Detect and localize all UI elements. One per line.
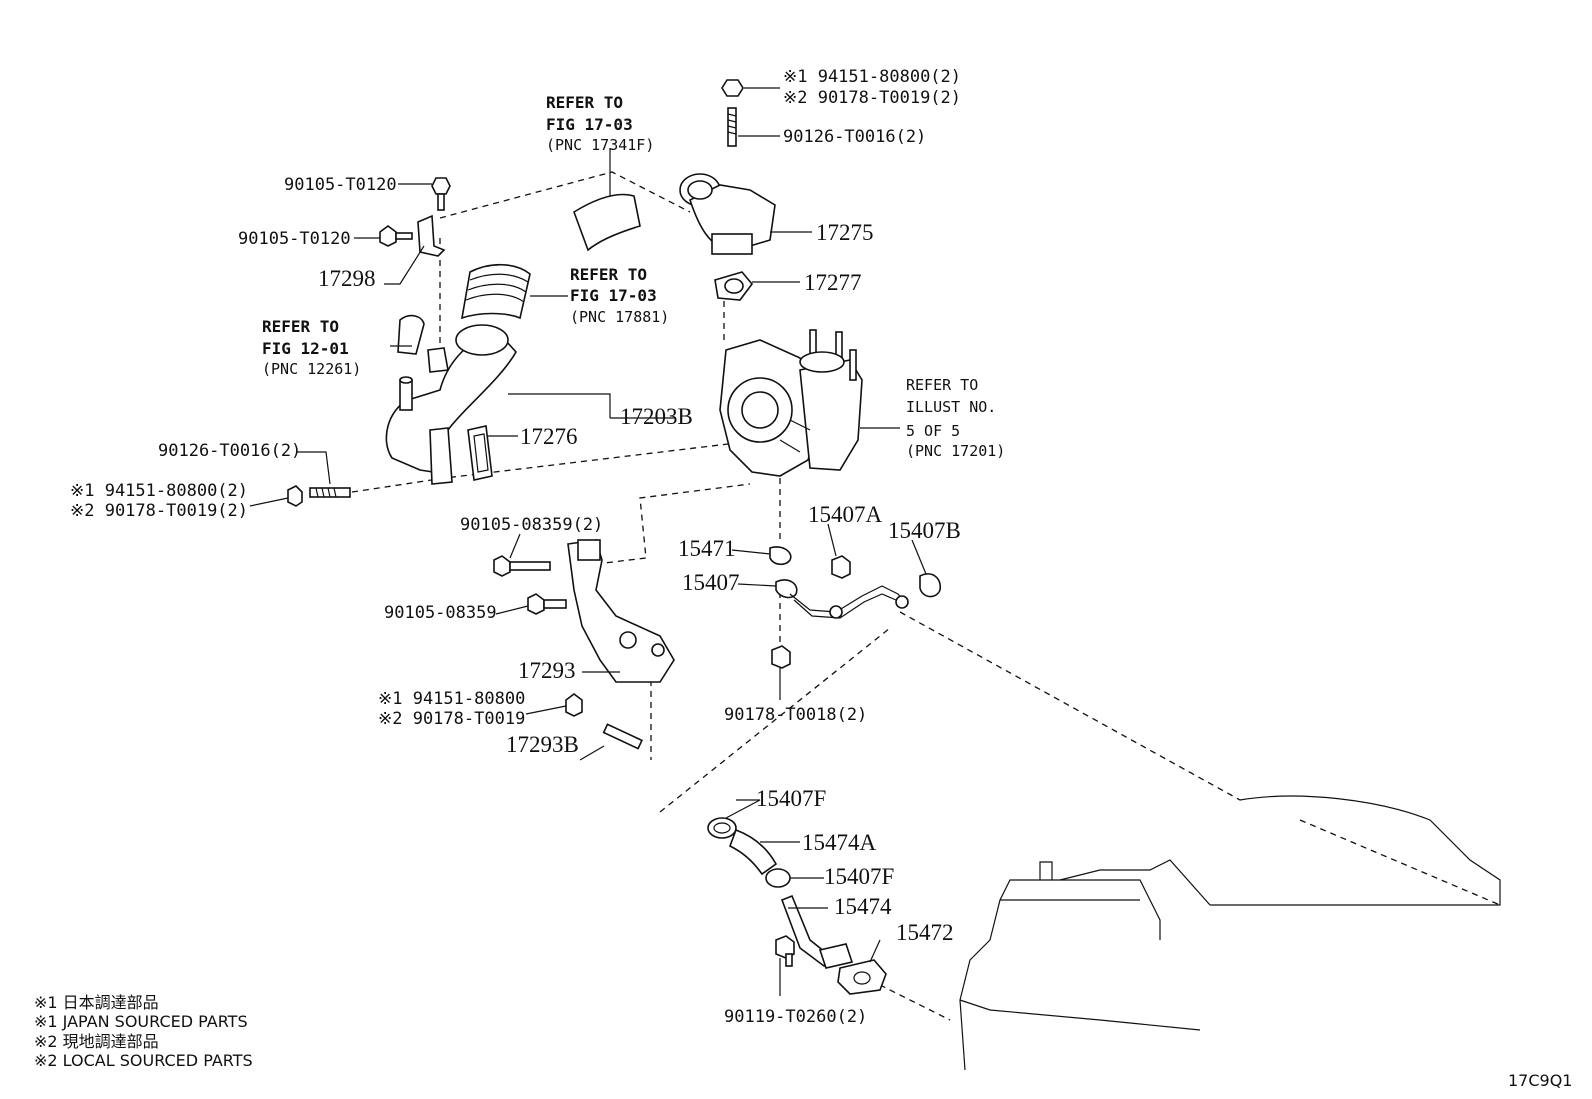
label-bolt-a: 90105-T0120 (284, 175, 397, 195)
ref2-line1: REFER TO (570, 265, 647, 284)
legend-line-1: ※1 日本調達部品 (34, 993, 159, 1012)
diagram-code: 17C9Q1 (1508, 1071, 1572, 1090)
legend-line-3: ※2 現地調達部品 (34, 1032, 159, 1051)
legend: ※1 日本調達部品 ※1 JAPAN SOURCED PARTS ※2 現地調達… (34, 993, 253, 1070)
intake-pipe-17203b (385, 324, 517, 485)
leader-lines (249, 87, 927, 996)
oil-feed-pipe-15407 (769, 546, 909, 619)
label-nut-left-1: ※1 94151-80800(2) (70, 481, 248, 501)
label-17275: 17275 (816, 220, 874, 245)
ref4-line1: REFER TO (906, 376, 978, 394)
label-nut-top-1: ※1 94151-80800(2) (783, 67, 961, 87)
hose-12261 (397, 314, 425, 355)
return-pipe-15474 (780, 894, 854, 969)
ref3-line1: REFER TO (262, 317, 339, 336)
assembly-dashed-lines (351, 171, 1501, 1021)
bolt-t0260-icon (775, 935, 795, 967)
nut-left-icon (287, 485, 303, 507)
ref4-line4: (PNC 17201) (906, 442, 1005, 460)
label-nut-left-2: ※2 90178-T0019(2) (70, 501, 248, 521)
label-15474a: 15474A (802, 830, 877, 855)
label-bolt-t0260: 90119-T0260(2) (724, 1007, 867, 1027)
outlet-elbow-17275 (679, 173, 776, 255)
label-15472: 15472 (896, 920, 954, 945)
label-nut-br-1: ※1 94151-80800 (378, 689, 525, 709)
ref2-line3: (PNC 17881) (570, 308, 669, 326)
label-17293: 17293 (518, 658, 576, 683)
bolt-08359-icon (527, 593, 567, 615)
bolt-t0120-side-icon (379, 225, 413, 247)
gasket-17277 (714, 271, 754, 301)
ref1-line2: FIG 17-03 (546, 115, 633, 134)
bracket-17293 (567, 539, 675, 683)
label-17276: 17276 (520, 424, 578, 449)
ref3-line3: (PNC 12261) (262, 360, 361, 378)
banjo-bolt-15407a-icon (831, 555, 851, 579)
turbocharger-assembly (719, 329, 863, 477)
label-17203b: 17203B (620, 404, 693, 429)
label-15407b: 15407B (888, 518, 961, 543)
label-15474: 15474 (834, 894, 892, 919)
hose-17341f (573, 193, 641, 252)
nut-t0018-icon (771, 645, 791, 669)
label-nut-br-2: ※2 90178-T0019 (378, 709, 525, 729)
label-17293b: 17293B (506, 732, 579, 757)
ref2-line2: FIG 17-03 (570, 286, 657, 305)
label-bolt-08359: 90105-08359 (384, 603, 497, 623)
stud-17293b-icon (602, 723, 643, 750)
label-17277: 17277 (804, 270, 862, 295)
label-15407: 15407 (682, 570, 740, 595)
label-bolt-08359-2: 90105-08359(2) (460, 515, 603, 535)
ref1-line3: (PNC 17341F) (546, 136, 654, 154)
label-nut-top-2: ※2 90178-T0019(2) (783, 88, 961, 108)
ref4-line2: ILLUST NO. (906, 398, 996, 416)
label-stud-top: 90126-T0016(2) (783, 127, 926, 147)
gasket-17276 (467, 425, 493, 481)
stud-left-icon (309, 487, 351, 498)
engine-block-outline (959, 795, 1501, 1071)
gasket-15472-icon (837, 959, 887, 995)
label-nut-t0018: 90178-T0018(2) (724, 705, 867, 725)
label-15407f-1: 15407F (756, 786, 826, 811)
reference-notes: REFER TO FIG 17-03 (PNC 17341F) REFER TO… (262, 93, 1005, 460)
ref4-line3: 5 OF 5 (906, 422, 960, 440)
label-15407a: 15407A (808, 502, 883, 527)
nut-bracket-icon (565, 693, 583, 717)
legend-line-2: ※1 JAPAN SOURCED PARTS (34, 1012, 248, 1031)
part-number-labels: ※1 94151-80800(2) ※2 90178-T0019(2) 9012… (70, 67, 1572, 1090)
stud-top-icon (727, 107, 737, 147)
label-17298: 17298 (318, 266, 376, 291)
label-15471: 15471 (678, 536, 736, 561)
nut-top-icon (721, 79, 744, 97)
legend-line-4: ※2 LOCAL SOURCED PARTS (34, 1051, 253, 1070)
banjo-bolt-15407b-icon (919, 573, 942, 598)
label-bolt-b: 90105-T0120 (238, 229, 351, 249)
hose-15474a (728, 828, 778, 876)
bolt-t0120-top-icon (431, 177, 451, 211)
bolt-08359-2-icon (493, 555, 551, 577)
label-stud-left: 90126-T0016(2) (158, 441, 301, 461)
ref1-line1: REFER TO (546, 93, 623, 112)
label-15407f-2: 15407F (824, 864, 894, 889)
clamp-15407f-upper-icon (707, 817, 737, 839)
ref3-line2: FIG 12-01 (262, 339, 349, 358)
clamp-15407f-lower-icon (765, 868, 791, 888)
intake-hose-17881 (460, 263, 531, 320)
